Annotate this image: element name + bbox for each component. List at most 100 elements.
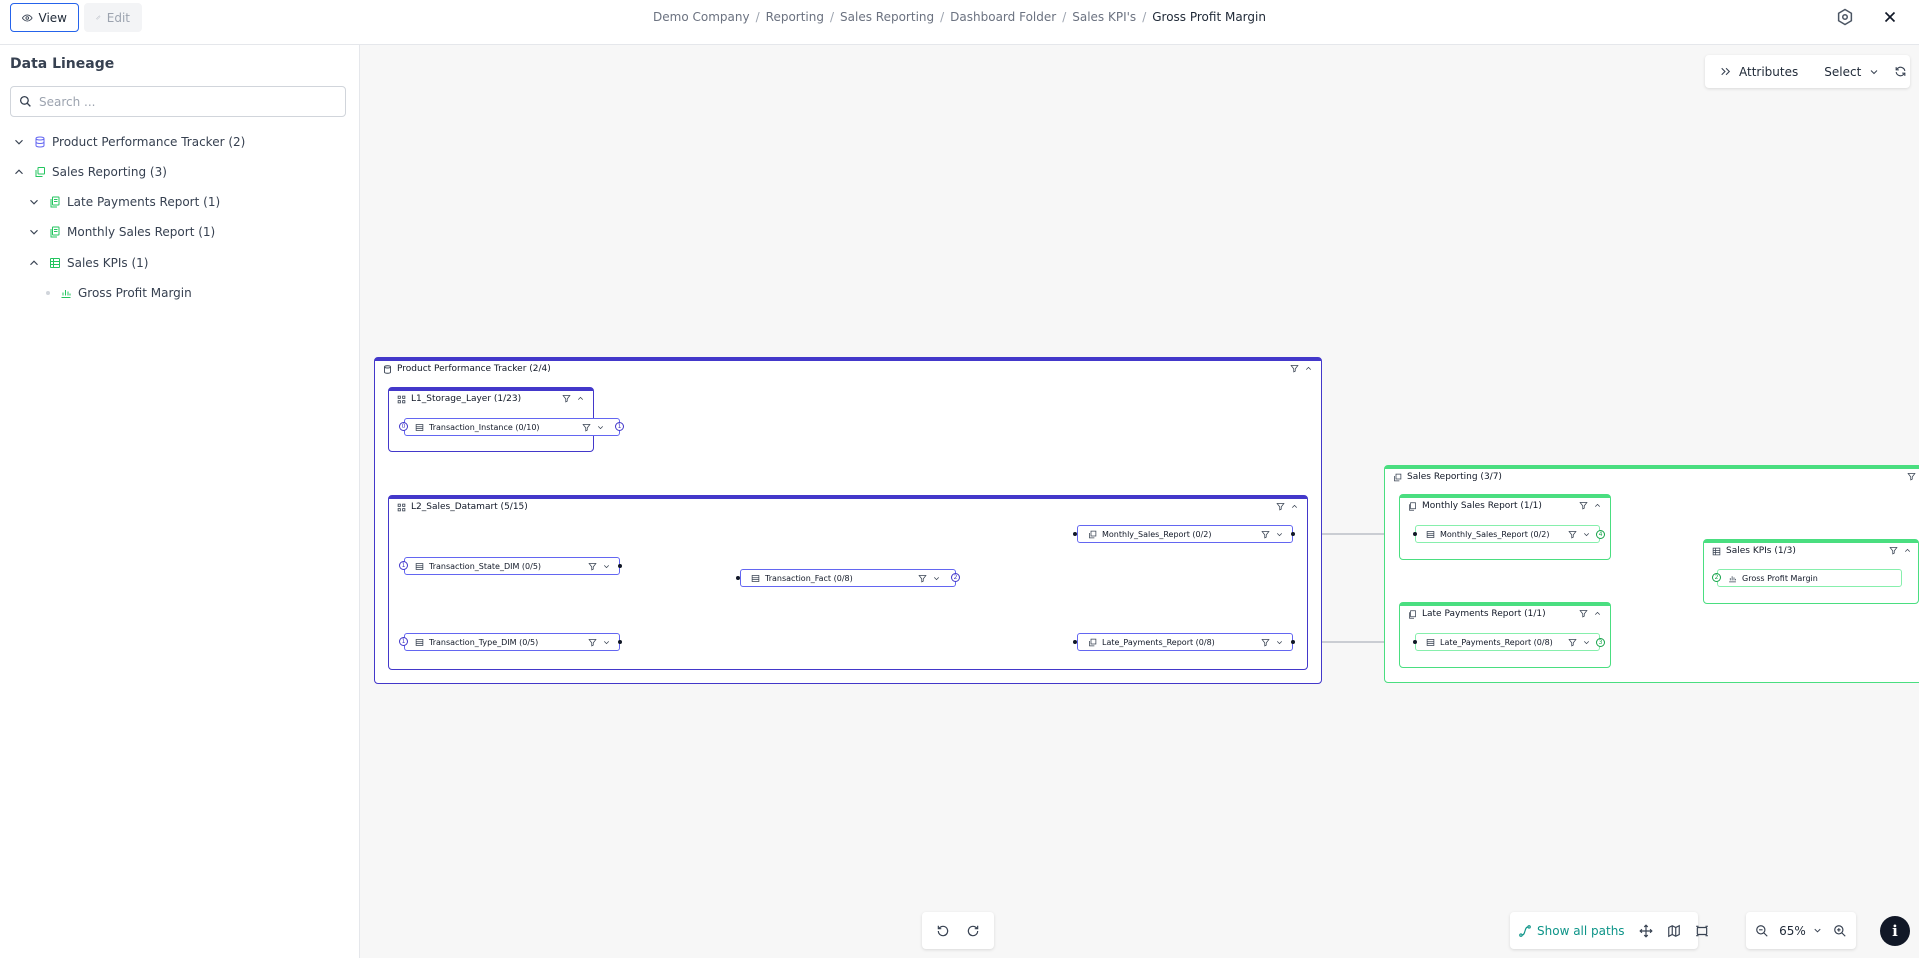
output-port[interactable]: 4 (1596, 530, 1605, 539)
minimap-button[interactable] (1667, 924, 1681, 938)
undo-button[interactable] (936, 924, 950, 938)
filter-icon[interactable] (1907, 472, 1916, 481)
chevron-down-icon[interactable] (27, 195, 41, 209)
chevron-up-icon[interactable] (27, 256, 41, 270)
layout-button[interactable] (1695, 924, 1709, 938)
node-transaction-fact[interactable]: Transaction_Fact (0/8) (740, 569, 956, 587)
chevron-down-icon[interactable] (602, 562, 611, 571)
chevron-up-icon[interactable] (12, 165, 26, 179)
close-icon[interactable] (1881, 8, 1899, 26)
chevron-up-icon[interactable] (1593, 609, 1602, 618)
refresh-button[interactable] (1894, 65, 1907, 78)
filter-icon[interactable] (1579, 501, 1588, 510)
filter-icon[interactable] (1261, 530, 1270, 539)
chevron-up-icon[interactable] (1593, 501, 1602, 510)
input-connector[interactable] (1073, 640, 1077, 644)
breadcrumb-item[interactable]: Sales KPI's (1072, 10, 1137, 24)
filter-icon[interactable] (1261, 638, 1270, 647)
tree-item-gross-profit-margin[interactable]: Gross Profit Margin (46, 282, 192, 304)
filter-icon[interactable] (588, 562, 597, 571)
filter-icon[interactable] (918, 574, 927, 583)
output-port[interactable]: 2 (951, 573, 960, 582)
chevron-up-icon[interactable] (1304, 364, 1313, 373)
output-connector[interactable] (618, 640, 622, 644)
settings-icon[interactable] (1836, 8, 1854, 26)
tree-item-sales-kpis[interactable]: Sales KPIs (1) (27, 252, 148, 274)
node-sr-monthly-sales-report[interactable]: Monthly_Sales_Report (0/2) (1415, 525, 1600, 543)
chevron-down-icon[interactable] (27, 225, 41, 239)
zoom-in-button[interactable] (1833, 924, 1847, 938)
tree-item-monthly-sales-report[interactable]: Monthly Sales Report (1) (27, 221, 215, 243)
input-connector[interactable] (736, 576, 740, 580)
select-dropdown[interactable]: Select (1824, 65, 1880, 79)
chevron-down-icon[interactable] (602, 638, 611, 647)
tree-item-product-performance-tracker[interactable]: Product Performance Tracker (2) (12, 131, 245, 153)
view-mode-button[interactable]: View (10, 3, 79, 32)
node-transaction-state-dim[interactable]: Transaction_State_DIM (0/5) (404, 557, 620, 575)
filter-icon[interactable] (1579, 609, 1588, 618)
tree-item-late-payments-report[interactable]: Late Payments Report (1) (27, 191, 220, 213)
breadcrumb-item[interactable]: Sales Reporting (840, 10, 935, 24)
filter-icon[interactable] (1290, 364, 1299, 373)
filter-icon[interactable] (588, 638, 597, 647)
chevron-down-icon[interactable] (932, 574, 941, 583)
show-all-paths-label: Show all paths (1537, 923, 1625, 938)
edit-mode-button[interactable]: Edit (84, 3, 142, 32)
filter-icon[interactable] (1889, 546, 1898, 555)
chevron-down-icon[interactable] (12, 135, 26, 149)
show-all-paths-button[interactable]: Show all paths (1518, 924, 1625, 938)
filter-icon[interactable] (1568, 638, 1577, 647)
node-late-payments-report[interactable]: Late_Payments_Report (0/8) (1077, 633, 1293, 651)
chevron-up-icon[interactable] (1903, 546, 1912, 555)
filter-icon[interactable] (1276, 502, 1285, 511)
breadcrumb-item[interactable]: Reporting (765, 10, 824, 24)
output-connector[interactable] (1291, 532, 1295, 536)
info-button[interactable]: i (1880, 916, 1910, 946)
input-connector[interactable] (1073, 532, 1077, 536)
chevron-down-icon[interactable] (1582, 638, 1591, 647)
node-label: Transaction_State_DIM (0/5) (415, 558, 541, 574)
node-label: Late_Payments_Report (0/8) (1088, 634, 1215, 650)
group-title: Late Payments Report (1/1) (1408, 609, 1546, 619)
node-gross-profit-margin[interactable]: Gross Profit Margin (1717, 569, 1902, 587)
node-controls (1261, 526, 1284, 542)
search-input[interactable] (39, 87, 339, 116)
zoom-in-icon (1834, 924, 1846, 937)
attributes-button[interactable]: Attributes (1719, 65, 1798, 79)
node-monthly-sales-report[interactable]: Monthly_Sales_Report (0/2) (1077, 525, 1293, 543)
chevron-up-icon[interactable] (1290, 502, 1299, 511)
input-port[interactable]: 2 (1712, 573, 1721, 582)
chevron-down-icon[interactable] (1582, 530, 1591, 539)
filter-icon[interactable] (562, 394, 571, 403)
output-connector[interactable] (618, 564, 622, 568)
filter-icon[interactable] (582, 423, 591, 432)
fit-view-button[interactable] (1638, 923, 1653, 938)
filter-icon[interactable] (1568, 530, 1577, 539)
breadcrumb-item[interactable]: Dashboard Folder (950, 10, 1057, 24)
input-connector[interactable] (1413, 532, 1417, 536)
node-sr-late-payments-report[interactable]: Late_Payments_Report (0/8) (1415, 633, 1600, 651)
chevron-down-icon[interactable] (1275, 638, 1284, 647)
input-port[interactable]: 0 (399, 422, 408, 431)
tree-item-sales-reporting[interactable]: Sales Reporting (3) (12, 161, 167, 183)
output-connector[interactable] (1291, 640, 1295, 644)
breadcrumb-item[interactable]: Demo Company (653, 10, 750, 24)
node-transaction-instance[interactable]: Transaction_Instance (0/10) (404, 418, 620, 436)
input-port[interactable]: 1 (399, 561, 408, 570)
node-controls (588, 558, 611, 574)
output-port[interactable]: 3 (1596, 638, 1605, 647)
zoom-level-dropdown[interactable]: 65% (1779, 924, 1823, 938)
lineage-canvas[interactable]: Product Performance Tracker (2/4) L1_Sto… (360, 45, 1919, 958)
top-bar: View Edit Demo Company/ Reporting/ Sales… (0, 0, 1919, 45)
chevron-down-icon[interactable] (596, 423, 605, 432)
chevron-up-icon[interactable] (576, 394, 585, 403)
undo-icon (937, 925, 949, 936)
node-controls (918, 570, 941, 586)
input-connector[interactable] (1413, 640, 1417, 644)
redo-button[interactable] (966, 924, 980, 938)
input-port[interactable]: 1 (399, 637, 408, 646)
output-port[interactable]: 1 (615, 422, 624, 431)
zoom-out-button[interactable] (1755, 924, 1769, 938)
chevron-down-icon[interactable] (1275, 530, 1284, 539)
node-transaction-type-dim[interactable]: Transaction_Type_DIM (0/5) (404, 633, 620, 651)
